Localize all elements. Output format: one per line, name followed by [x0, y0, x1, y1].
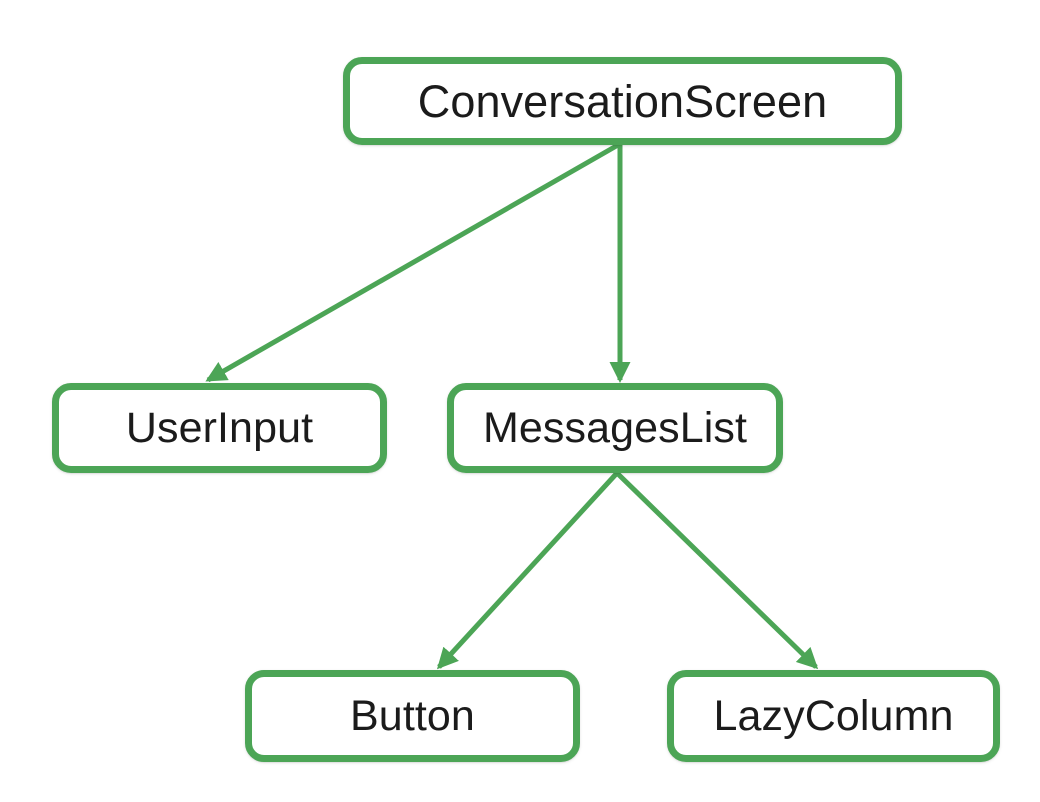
node-lazy-column[interactable]: LazyColumn [667, 670, 1000, 762]
node-conversation-screen[interactable]: ConversationScreen [343, 57, 902, 145]
node-conversation-screen-label: ConversationScreen [417, 75, 828, 127]
node-button[interactable]: Button [245, 670, 580, 762]
edge-messages-list-to-lazy-column [615, 471, 819, 670]
node-messages-list-label: MessagesList [482, 403, 748, 452]
node-button-label: Button [350, 691, 475, 740]
node-user-input-label: UserInput [125, 403, 314, 452]
node-messages-list[interactable]: MessagesList [447, 383, 783, 473]
node-lazy-column-label: LazyColumn [713, 691, 954, 740]
node-user-input[interactable]: UserInput [52, 383, 387, 473]
edge-conversation-screen-to-user-input [205, 142, 620, 383]
edge-messages-list-to-button [436, 471, 619, 670]
